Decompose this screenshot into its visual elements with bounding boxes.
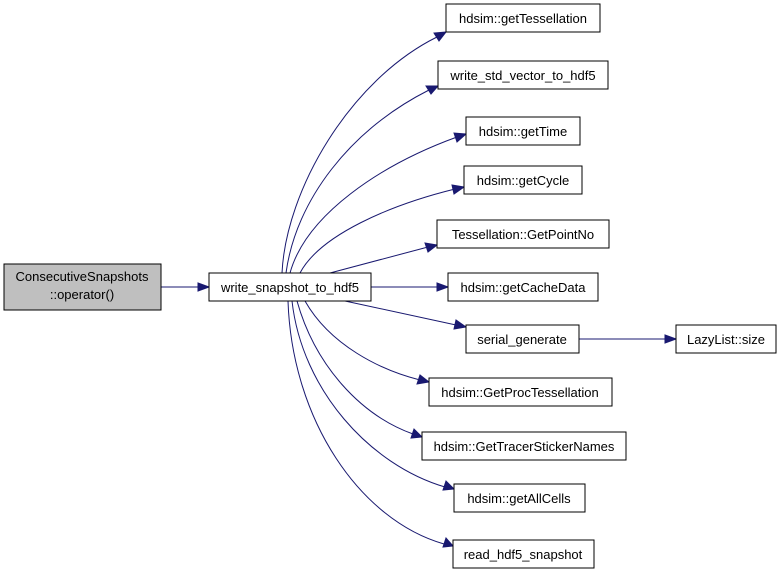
node-read-hdf5-snapshot[interactable]: read_hdf5_snapshot <box>452 539 595 569</box>
node-label: Tessellation::GetPointNo <box>452 227 594 242</box>
node-main[interactable]: write_snapshot_to_hdf5 <box>208 272 372 302</box>
arrowhead <box>442 537 455 548</box>
node-box <box>437 60 609 90</box>
node-label: serial_generate <box>477 332 567 347</box>
arrowhead <box>453 319 468 330</box>
node-box <box>465 116 581 146</box>
edge-main-to-get-time <box>289 136 458 274</box>
node-label: hdsim::getCycle <box>477 173 569 188</box>
edge-main-to-get-tessellation <box>281 36 438 274</box>
node-root[interactable]: ConsecutiveSnapshots ::operator() <box>3 263 162 311</box>
node-get-tessellation[interactable]: hdsim::getTessellation <box>445 3 601 33</box>
arrowhead <box>197 282 211 292</box>
node-get-cache-data[interactable]: hdsim::getCacheData <box>447 272 599 302</box>
node-root-label-line1: ConsecutiveSnapshots <box>16 269 149 284</box>
arrowhead <box>433 31 448 42</box>
node-box <box>465 324 580 354</box>
node-label: hdsim::getTime <box>479 124 567 139</box>
node-lazylist-size[interactable]: LazyList::size <box>675 324 777 354</box>
node-box <box>421 431 627 461</box>
arrowhead <box>416 374 431 385</box>
node-get-tracer-sticker-names[interactable]: hdsim::GetTracerStickerNames <box>421 431 627 461</box>
node-box <box>452 539 595 569</box>
node-get-point-no[interactable]: Tessellation::GetPointNo <box>436 219 610 249</box>
node-label: write_std_vector_to_hdf5 <box>449 68 595 83</box>
edge-main-to-serial-generate <box>344 300 457 326</box>
arrowhead <box>424 242 439 253</box>
edge-main-to-get-tracer-sticker-names <box>296 300 414 435</box>
node-main-box <box>208 272 372 302</box>
node-get-proc-tessellation[interactable]: hdsim::GetProcTessellation <box>428 377 613 407</box>
arrowhead <box>453 132 468 143</box>
node-label: LazyList::size <box>687 332 765 347</box>
node-box <box>447 272 599 302</box>
node-label: hdsim::GetProcTessellation <box>441 385 599 400</box>
node-get-all-cells[interactable]: hdsim::getAllCells <box>453 483 586 513</box>
edge-main-to-write-std-vector <box>285 89 430 274</box>
edge-main-to-get-cycle <box>299 188 456 274</box>
edge-main-to-read-hdf5-snapshot <box>287 300 445 545</box>
node-label: hdsim::getTessellation <box>459 11 587 26</box>
edges <box>161 31 678 548</box>
node-write-std-vector[interactable]: write_std_vector_to_hdf5 <box>437 60 609 90</box>
node-label: hdsim::getCacheData <box>460 280 586 295</box>
arrowhead <box>425 85 440 95</box>
arrowhead <box>410 428 424 439</box>
arrowhead <box>442 480 456 491</box>
edge-main-to-get-proc-tessellation <box>304 300 421 381</box>
node-box <box>445 3 601 33</box>
arrowhead <box>451 184 466 195</box>
arrowhead <box>436 282 450 292</box>
node-box <box>453 483 586 513</box>
node-label: read_hdf5_snapshot <box>464 547 583 562</box>
node-box <box>436 219 610 249</box>
node-root-box <box>3 263 162 311</box>
node-label: hdsim::getAllCells <box>467 491 571 506</box>
node-main-label: write_snapshot_to_hdf5 <box>220 280 359 295</box>
node-serial-generate[interactable]: serial_generate <box>465 324 580 354</box>
node-box <box>463 165 583 195</box>
node-root-label-line2: ::operator() <box>50 287 114 302</box>
node-label: hdsim::GetTracerStickerNames <box>434 439 615 454</box>
edge-main-to-get-all-cells <box>291 300 446 488</box>
edge-main-to-get-point-no <box>329 246 429 274</box>
node-get-time[interactable]: hdsim::getTime <box>465 116 581 146</box>
node-box <box>675 324 777 354</box>
node-get-cycle[interactable]: hdsim::getCycle <box>463 165 583 195</box>
node-box <box>428 377 613 407</box>
arrowhead <box>664 334 678 344</box>
